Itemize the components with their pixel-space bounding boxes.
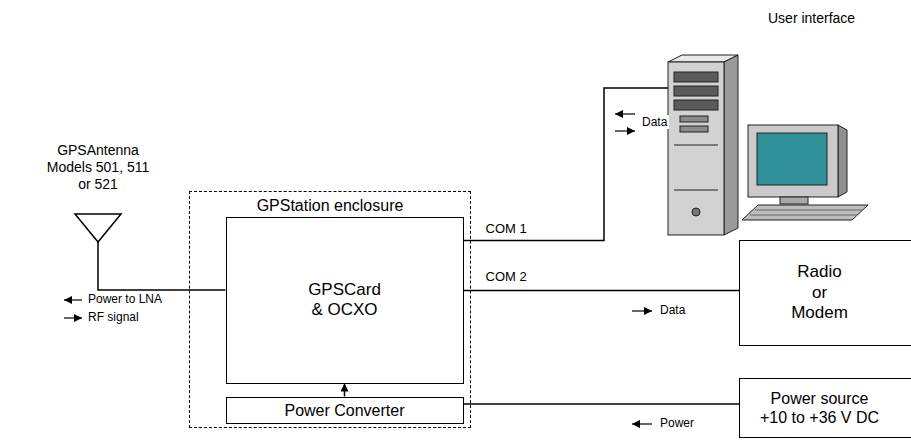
connector [464, 403, 740, 405]
process-box: Power Converter [226, 397, 464, 424]
signal-label: RF signal [86, 310, 141, 324]
computer-illustration [668, 55, 868, 235]
signal-label: Power to LNA [86, 292, 164, 306]
device-box: Radio or Modem [739, 240, 911, 346]
antenna-symbol [75, 214, 121, 242]
node-text: Power Converter [284, 401, 404, 420]
port-label: COM 1 [484, 221, 529, 237]
signal-label: Data [658, 303, 687, 317]
node-text: GPSAntenna Models 501, 511 or 521 [40, 142, 156, 192]
node-text: Radio or Modem [789, 262, 851, 323]
node-text: GPSCard & OCXO [303, 280, 387, 321]
direction-arrows [64, 114, 652, 424]
signal-label: Power [658, 416, 696, 430]
signal-label: Data [640, 115, 669, 129]
connector [344, 384, 346, 397]
node-text: GPStation enclosure [190, 196, 470, 215]
port-label: COM 2 [484, 269, 529, 285]
antenna-label-area: GPSAntenna Models 501, 511 or 521 [40, 140, 156, 242]
node-text: User interface [768, 10, 855, 27]
device-box: Power source +10 to +36 V DC [739, 378, 911, 438]
node-text: Power source +10 to +36 V DC [758, 389, 882, 427]
computer-area: User interface [668, 6, 905, 238]
connector [464, 88, 669, 241]
connector [464, 290, 740, 292]
process-box: GPSCard & OCXO [226, 217, 464, 384]
connector [98, 242, 226, 290]
enclosure-box: GPStation enclosureGPSCard & OCXO Power C… [189, 191, 471, 428]
